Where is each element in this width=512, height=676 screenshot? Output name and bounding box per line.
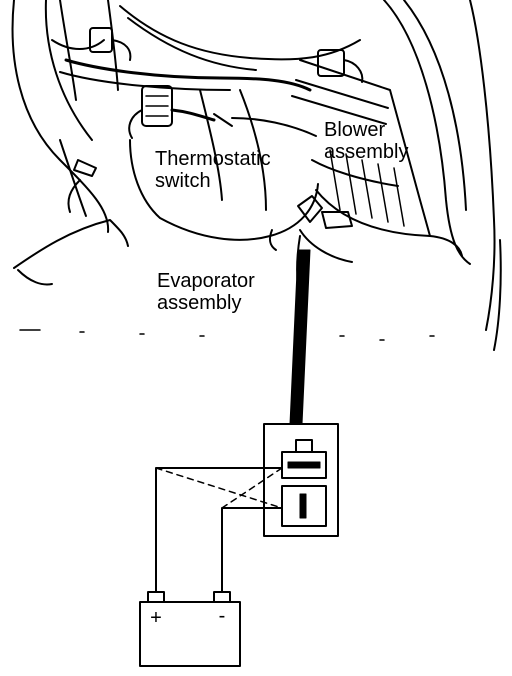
battery: + - bbox=[139, 591, 241, 667]
negative-terminal bbox=[213, 591, 231, 603]
connector-test-box bbox=[263, 423, 339, 537]
evaporator-assembly-label: Evaporator assembly bbox=[157, 270, 255, 314]
thermostatic-label-line1: Thermostatic bbox=[155, 148, 271, 170]
blower-label-line1: Blower bbox=[324, 119, 386, 141]
blower-assembly-label: Blower assembly bbox=[324, 119, 408, 163]
thermostatic-label-line2: switch bbox=[155, 170, 211, 192]
wiring-leader bbox=[289, 249, 311, 425]
evaporator-label-line1: Evaporator bbox=[157, 270, 255, 292]
positive-terminal bbox=[147, 591, 165, 603]
test-circuit bbox=[155, 467, 283, 593]
blower-label-line2: assembly bbox=[324, 141, 409, 163]
positive-sign: + bbox=[150, 607, 162, 629]
evaporator-label-line2: assembly bbox=[157, 292, 242, 314]
thermostatic-switch-label: Thermostatic switch bbox=[155, 148, 271, 192]
negative-sign: - bbox=[219, 605, 226, 627]
dashboard-illustration bbox=[11, 0, 502, 351]
